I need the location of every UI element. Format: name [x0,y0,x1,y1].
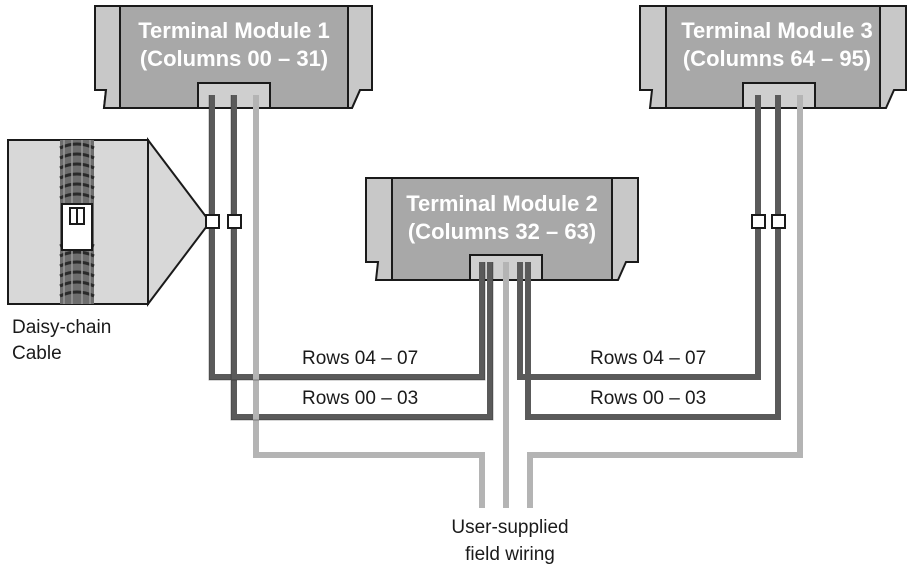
module-2-columns: (Columns 32 – 63) [408,219,596,244]
cable-m1-field-wiring [253,95,485,508]
module-3-cables [517,95,803,508]
cable-edges [208,95,494,421]
rows-04-07-right-label: Rows 04 – 07 [590,348,706,369]
module-1-cables [209,95,493,508]
junction-m1-b [227,214,242,229]
daisy-chain-label-2: Cable [12,343,62,364]
daisy-chain-cable-inset [7,137,212,307]
terminal-module-3: Terminal Module 3 (Columns 64 – 95) [639,5,907,109]
field-wiring-label-2: field wiring [465,544,555,565]
cable-m1-rows-04-07 [209,95,485,380]
cable-m3-rows-00-03 [525,95,781,420]
terminal-module-1: Terminal Module 1 (Columns 00 – 31) [94,5,373,109]
cable-junctions [205,214,786,229]
module-1-title: Terminal Module 1 [138,18,330,43]
module-2-title: Terminal Module 2 [406,191,598,216]
junction-m3-b [771,214,786,229]
field-wiring-label-1: User-supplied [451,517,568,538]
rows-00-03-left-label: Rows 00 – 03 [302,388,418,409]
plug-icon [61,203,93,251]
module-3-title: Terminal Module 3 [681,18,873,43]
module-3-columns: (Columns 64 – 95) [683,46,871,71]
rows-00-03-right-label: Rows 00 – 03 [590,388,706,409]
cable-m3-field-wiring [527,95,803,508]
terminal-module-2: Terminal Module 2 (Columns 32 – 63) [365,177,639,281]
junction-m3-a [751,214,766,229]
cable-m3-rows-04-07 [517,95,761,380]
rows-04-07-left-label: Rows 04 – 07 [302,348,418,369]
junction-m1-a [205,214,220,229]
module-1-columns: (Columns 00 – 31) [140,46,328,71]
cable-m1-rows-00-03 [231,95,493,420]
daisy-chain-label-1: Daisy-chain [12,317,111,338]
